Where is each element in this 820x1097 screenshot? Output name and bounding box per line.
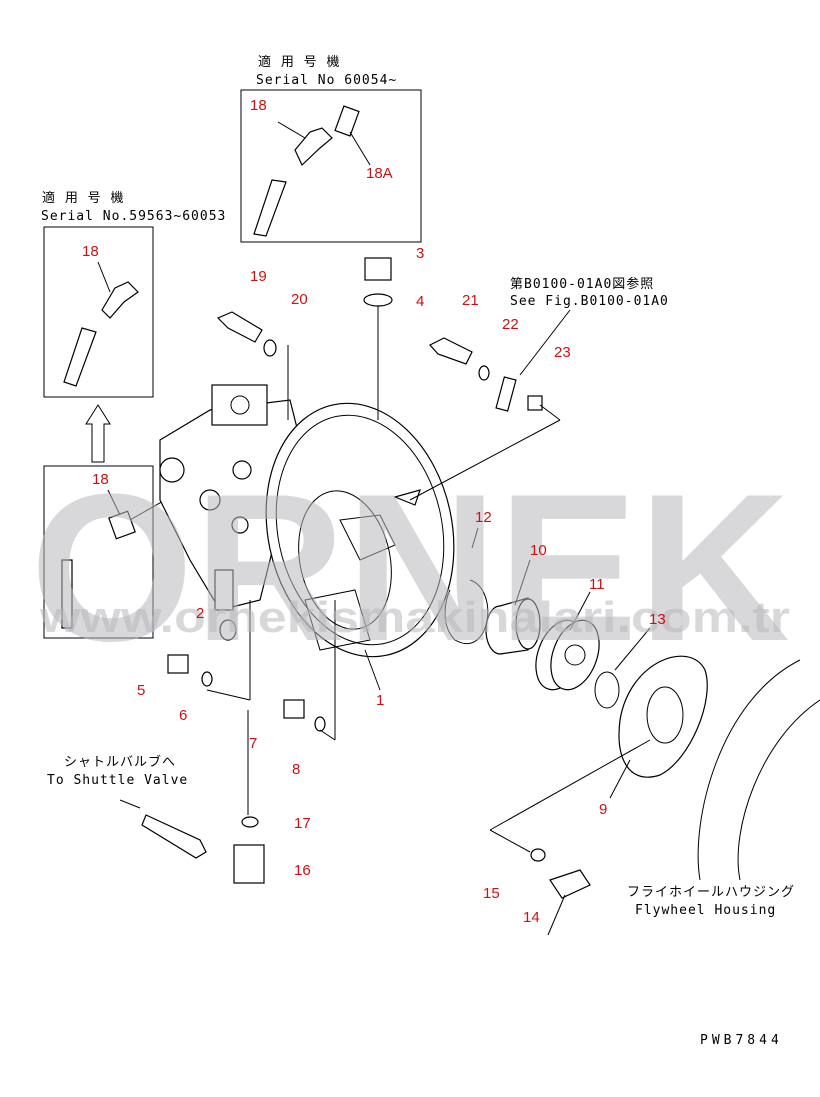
callout-20: 20	[291, 291, 308, 308]
inset-box-original	[43, 465, 154, 639]
callout-12: 12	[475, 509, 492, 526]
small-parts	[141, 257, 591, 936]
shuttle-valve-en: To Shuttle Valve	[47, 773, 188, 788]
inset-box-old-serial	[43, 226, 154, 398]
callout-15: 15	[483, 885, 500, 902]
snap-ring	[444, 579, 489, 644]
coupling	[485, 597, 541, 655]
callout-22: 22	[502, 316, 519, 333]
callout-4: 4	[416, 293, 424, 310]
callout-18-lower: 18	[92, 471, 109, 488]
flywheel-housing-en: Flywheel Housing	[635, 903, 776, 918]
callout-17: 17	[294, 815, 311, 832]
applicable-serial-jp-top: 適 用 号 機	[258, 54, 340, 70]
callout-19: 19	[250, 268, 267, 285]
hose-fitting-old	[63, 261, 139, 387]
arrow-up-icon	[85, 404, 111, 463]
serial-range-top: Serial No 60054~	[256, 73, 397, 88]
hose-fitting-new	[253, 105, 371, 237]
watermark-brand: ORNEK	[30, 450, 790, 685]
callout-6: 6	[179, 707, 187, 724]
bearing	[535, 619, 600, 691]
callout-14: 14	[523, 909, 540, 926]
flywheel-housing-outline	[697, 659, 820, 881]
callout-16: 16	[294, 862, 311, 879]
callout-10: 10	[530, 542, 547, 559]
leader-lines	[119, 306, 651, 853]
callout-18a: 18A	[366, 165, 393, 182]
flywheel-housing-jp: フライホイールハウジング	[627, 885, 795, 900]
callout-11: 11	[589, 576, 605, 593]
flywheel-housing	[265, 402, 455, 658]
callout-18-top: 18	[250, 97, 267, 114]
callout-3: 3	[416, 245, 424, 262]
applicable-serial-jp-left: 適 用 号 機	[42, 190, 124, 206]
hydraulic-pump	[159, 384, 301, 611]
callout-7: 7	[249, 735, 257, 752]
watermark-url: www.ornekismakinalari.com.tr	[39, 593, 790, 642]
callout-8: 8	[292, 761, 300, 778]
callout-5: 5	[137, 682, 145, 699]
callout-23: 23	[554, 344, 571, 361]
serial-range-left: Serial No.59563~60053	[41, 209, 226, 224]
callout-9: 9	[599, 801, 607, 818]
callout-1: 1	[376, 692, 384, 709]
callout-2: 2	[196, 605, 204, 622]
shuttle-valve-jp: シャトルバルブへ	[64, 754, 176, 770]
drawing-number: PWB7844	[700, 1033, 783, 1048]
callout-18-left: 18	[82, 243, 99, 260]
callout-21: 21	[462, 292, 479, 309]
reference-fig-en: See Fig.B0100-01A0	[510, 294, 669, 309]
bearing-cover	[618, 655, 708, 778]
inset-box-new-serial	[240, 89, 422, 243]
snap-ring-small	[594, 671, 620, 709]
callout-13: 13	[649, 611, 666, 628]
reference-fig-jp: 第B0100-01A0図参照	[510, 276, 654, 292]
